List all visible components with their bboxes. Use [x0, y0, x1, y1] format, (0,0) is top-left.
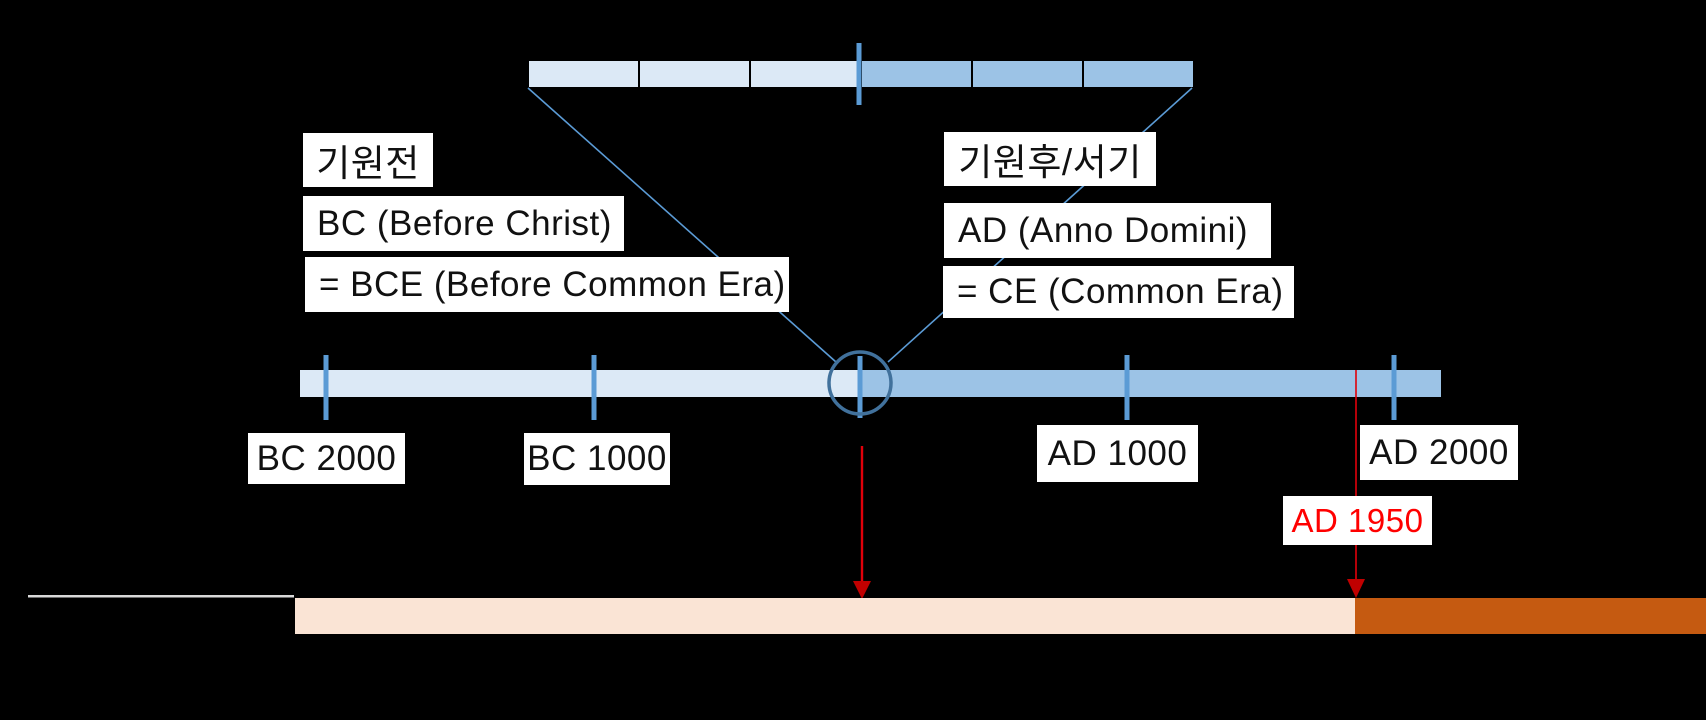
label-bce-full-name: = BCE (Before Common Era): [305, 257, 789, 312]
ad-1950-arrowhead-icon: [1347, 579, 1365, 598]
main-timeline-bc-half: [300, 370, 860, 397]
label-bc-full-name: BC (Before Christ): [303, 196, 624, 251]
label-ad-2000: AD 2000: [1360, 425, 1518, 480]
label-ad-1950: AD 1950: [1283, 496, 1432, 545]
top-bar-bc-segment: [640, 61, 749, 87]
label-ce-full-name: = CE (Common Era): [943, 266, 1294, 318]
zoom-connector-line-left: [527, 87, 837, 363]
tick-ad-1000: [1124, 355, 1130, 420]
top-bar-ad-segment: [1084, 61, 1193, 87]
top-magnified-bar: [529, 43, 1193, 105]
timeline-ticks: [323, 355, 1397, 420]
label-bc-2000: BC 2000: [248, 433, 405, 484]
label-ad-full-name: AD (Anno Domini): [944, 203, 1271, 258]
year-zero-circle: [827, 350, 893, 416]
year-zero-arrowhead-icon: [853, 581, 871, 599]
label-ad-era-title: 기원후/서기: [944, 132, 1156, 186]
top-bar-center-tick: [856, 43, 862, 105]
history-bar-before-1950: [295, 598, 1355, 634]
history-bar-after-1950: [1355, 598, 1706, 634]
label-bc-1000: BC 1000: [524, 433, 670, 485]
top-bar-ad-segment: [862, 61, 971, 87]
label-ad-1000: AD 1000: [1037, 425, 1198, 482]
main-timeline-ad-half: [860, 370, 1441, 397]
tick-bc-2000: [323, 355, 329, 420]
tick-ad-2000: [1391, 355, 1397, 420]
tick-year-zero: [857, 356, 863, 418]
top-bar-bc-segment: [529, 61, 638, 87]
main-timeline-bar: [300, 370, 1441, 397]
label-bc-era-title: 기원전: [303, 133, 433, 187]
top-bar-ad-segment: [973, 61, 1082, 87]
baseline-left-line: [28, 595, 294, 598]
top-bar-bc-segment: [751, 61, 858, 87]
tick-bc-1000: [591, 355, 597, 420]
